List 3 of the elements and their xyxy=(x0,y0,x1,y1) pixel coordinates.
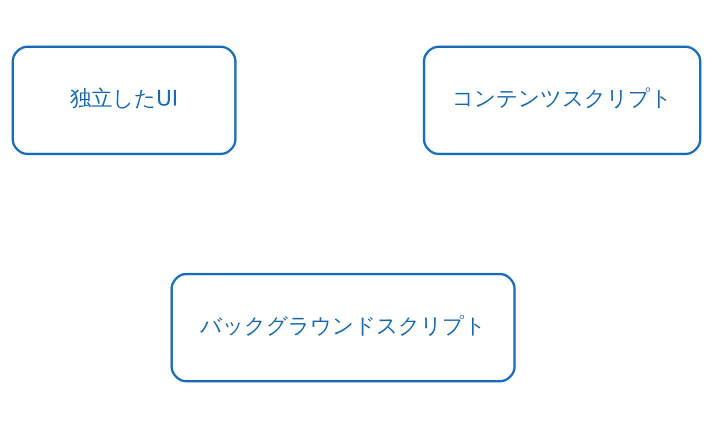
node-box: コンテンツスクリプト xyxy=(422,45,702,155)
node-box: 独立したUI xyxy=(12,45,237,155)
node-box: バックグラウンドスクリプト xyxy=(170,272,516,382)
